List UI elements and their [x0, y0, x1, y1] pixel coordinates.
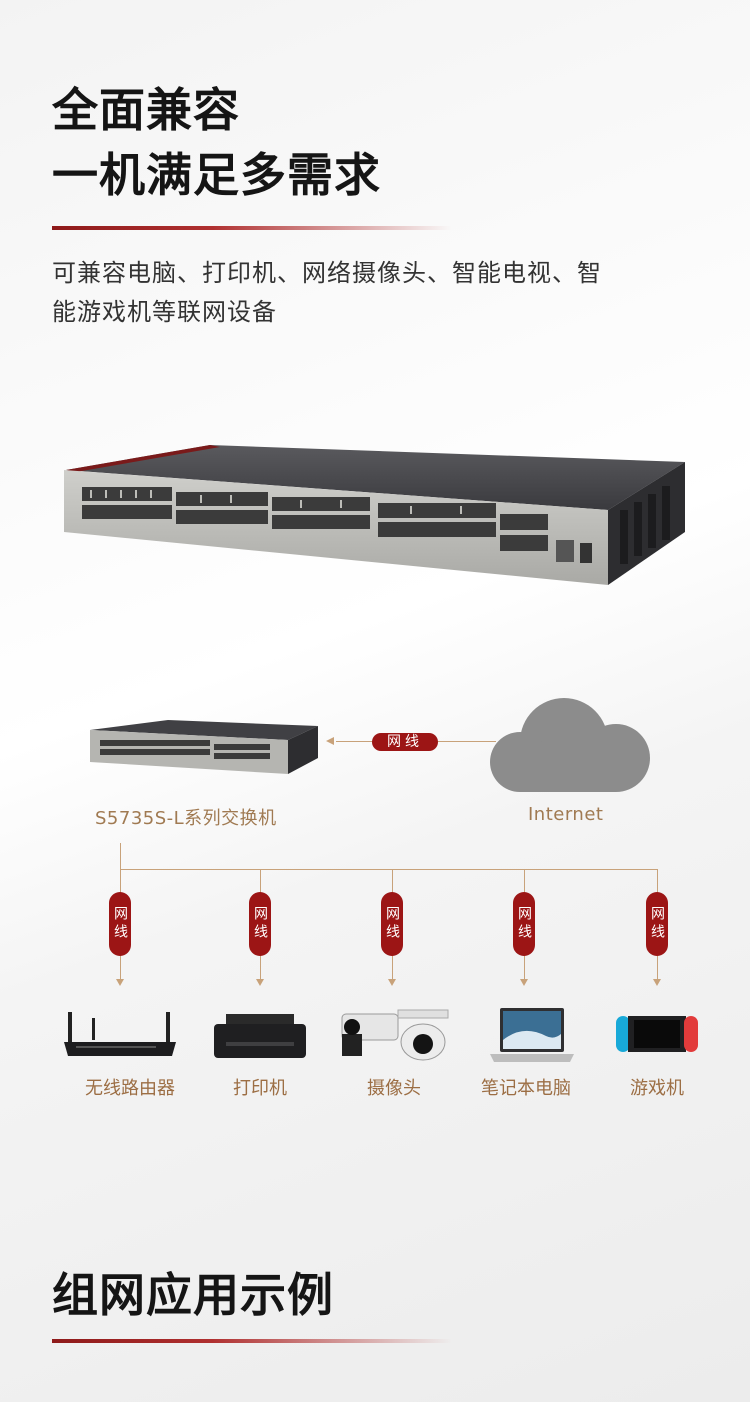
device-label-camera: 摄像头: [367, 1078, 421, 1099]
hero-description-line2: 能游戏机等联网设备: [52, 298, 277, 326]
camera-icon: [341, 1009, 449, 1061]
cable-pill-router: 网线: [109, 892, 131, 956]
branch-arrow: [256, 979, 264, 986]
branch-arrow: [653, 979, 661, 986]
game-console-icon: [616, 1016, 698, 1052]
internet-link-arrow: [326, 737, 334, 745]
router-icon: [64, 1012, 176, 1056]
device-label-laptop: 笔记本电脑: [481, 1078, 571, 1099]
switch-label: S5735S-L系列交换机: [95, 808, 277, 829]
cloud-icon: [490, 698, 650, 792]
distribution-bus-line: [120, 869, 658, 870]
section-title-rule: [52, 1339, 452, 1343]
hero-title-line2: 一机满足多需求: [52, 148, 381, 202]
title-rule: [52, 226, 452, 230]
cable-pill-game-console: 网线: [646, 892, 668, 956]
laptop-icon: [490, 1008, 574, 1062]
device-label-printer: 打印机: [233, 1078, 287, 1099]
branch-arrow: [520, 979, 528, 986]
device-label-game-console: 游戏机: [630, 1078, 684, 1099]
branch-arrow: [388, 979, 396, 986]
hero-title-line1: 全面兼容: [52, 83, 240, 137]
hero-description-line1: 可兼容电脑、打印机、网络摄像头、智能电视、智: [52, 259, 602, 287]
switch-small-image: [90, 720, 318, 774]
cable-pill-internet: 网线: [372, 733, 438, 751]
printer-icon: [214, 1014, 306, 1058]
cable-pill-camera: 网线: [381, 892, 403, 956]
branch-arrow: [116, 979, 124, 986]
cable-pill-laptop: 网线: [513, 892, 535, 956]
trunk-line: [120, 843, 121, 869]
switch-product-image: [64, 445, 685, 585]
device-label-router: 无线路由器: [85, 1078, 175, 1099]
section-title: 组网应用示例: [52, 1268, 334, 1322]
cable-pill-printer: 网线: [249, 892, 271, 956]
internet-label: Internet: [528, 804, 604, 825]
